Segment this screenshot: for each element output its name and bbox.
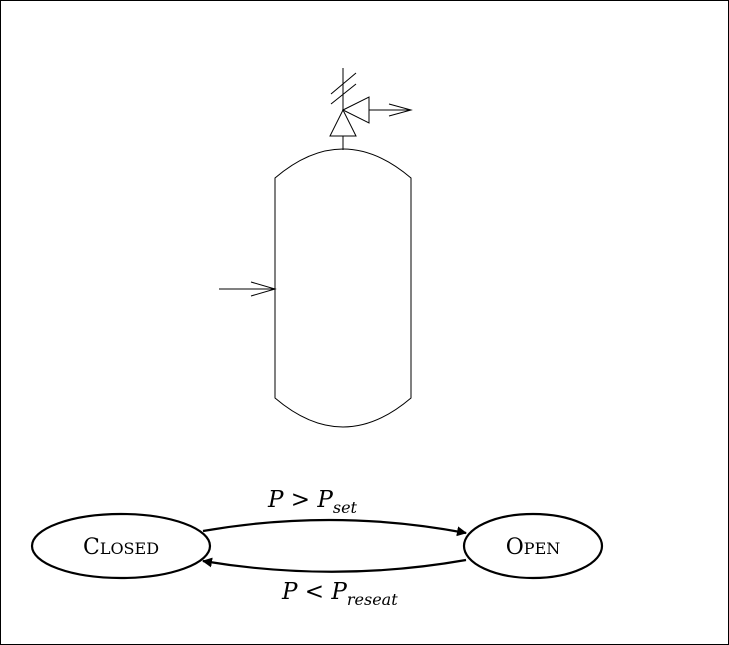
- pressure-vessel: [274, 148, 412, 428]
- valve-spring-hatch-2: [330, 83, 357, 105]
- valve-inlet-triangle: [329, 108, 357, 137]
- transition-open-to-closed: P < Preseat: [202, 557, 467, 609]
- vessel-body: [274, 148, 412, 428]
- state-closed: CLOSED: [30, 512, 212, 580]
- transition-open-to-closed-label: P < Preseat: [281, 579, 398, 609]
- state-closed-label: CLOSED: [83, 535, 159, 560]
- transition-closed-to-open-label: P > Pset: [267, 487, 358, 517]
- valve-spring-hatch-1: [330, 72, 357, 95]
- inlet-arrow: [219, 281, 277, 297]
- transition-closed-to-open: P > Pset: [202, 487, 467, 537]
- safety-relief-valve: [329, 68, 413, 150]
- state-open: OPEN: [462, 512, 604, 580]
- valve-outlet-triangle: [341, 96, 370, 124]
- state-open-label: OPEN: [506, 535, 561, 560]
- discharge-arrowhead: [388, 103, 413, 117]
